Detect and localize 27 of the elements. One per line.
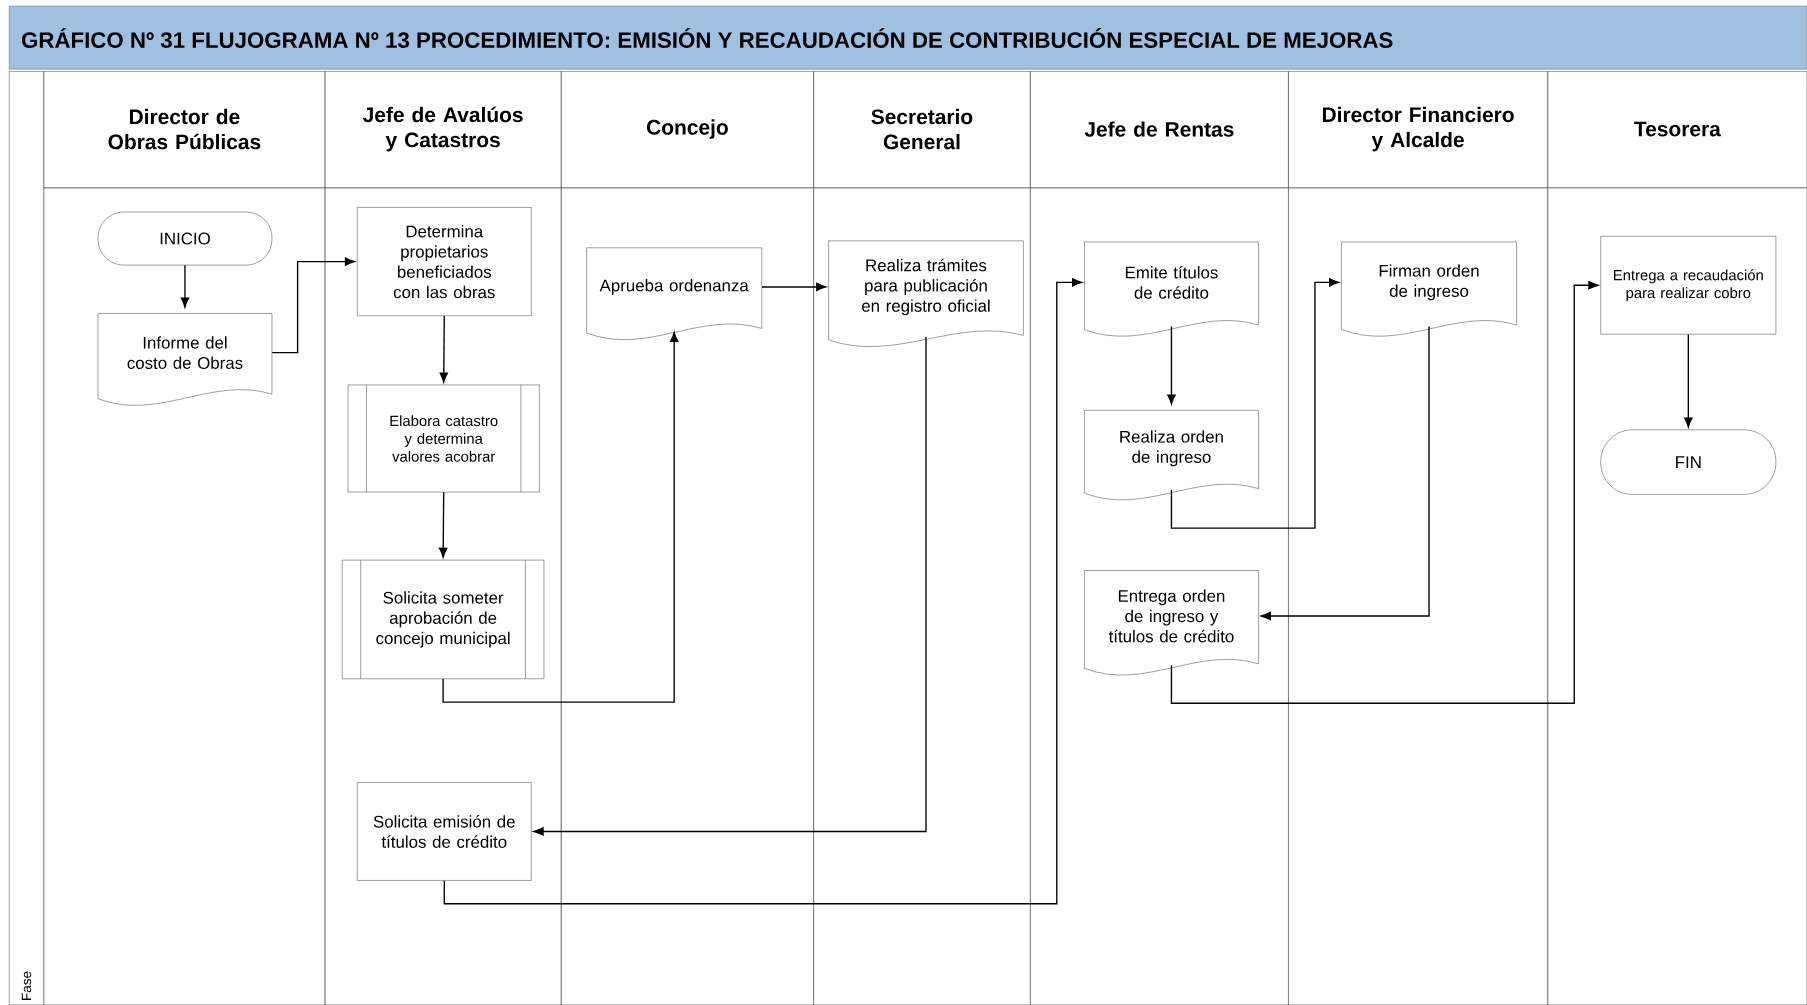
arrow: [1170, 281, 1599, 704]
process-box: Entrega a recaudación para realizar cobro: [1600, 236, 1777, 335]
arrow: [1170, 278, 1340, 529]
node-label: Director de Obras Públicas: [108, 108, 261, 150]
node-label: Concejo: [647, 119, 728, 139]
node-label: Jefe de Avalúos y Catastros: [362, 106, 523, 152]
process-box: Solicita emisión de títulos de crédito: [357, 782, 532, 881]
arrow: [1684, 333, 1693, 428]
arrow: [180, 264, 190, 308]
arrow: [1167, 325, 1176, 405]
arrow: [271, 257, 355, 354]
phase-label: Fase: [21, 971, 32, 1000]
node-label: Secretario General: [871, 108, 973, 150]
arrow: [439, 491, 448, 558]
arrow: [761, 282, 827, 292]
title-bar: GRÁFICO Nº 31 FLUJOGRAMA Nº 13 PROCEDIMIENTO: EMISIÓN Y RECAUDACIÓN DE CONTRIBUCIÓN ESPECIAL DE MEJORAS: [8, 5, 1807, 70]
predefined-process-box: Elabora catastro y determina valores acobrar: [347, 384, 540, 493]
node-label: Jefe de Rentas: [1084, 121, 1234, 137]
node-label: Director Financiero y Alcalde: [1322, 106, 1514, 152]
arrow: [442, 331, 679, 703]
arrow: [1260, 325, 1430, 621]
process-box: Determina propietarios beneficiados con las obras: [357, 207, 532, 317]
arrow: [443, 278, 1083, 905]
node-label: Tesorera: [1634, 121, 1721, 137]
arrow: [533, 336, 927, 836]
predefined-process-box: Solicita someter aprobación de concejo municipal: [342, 559, 545, 680]
arrow: [439, 315, 448, 383]
